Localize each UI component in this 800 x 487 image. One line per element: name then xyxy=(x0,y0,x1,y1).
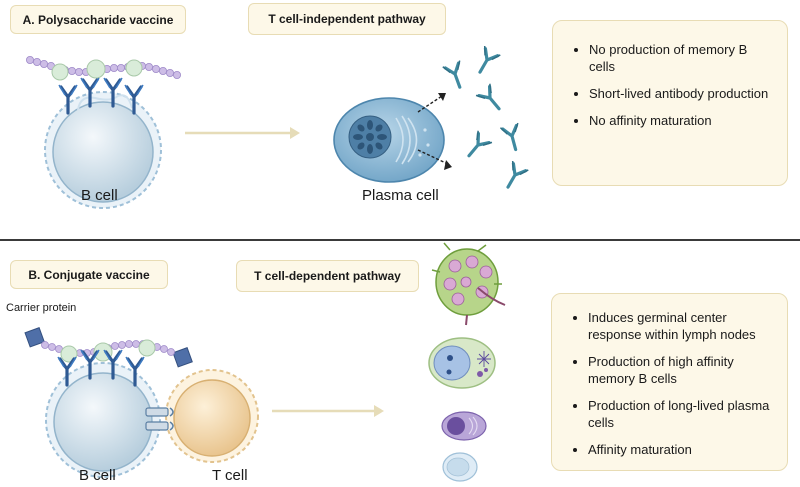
carrier-protein-squares xyxy=(24,327,193,368)
panel-a-outcomes-box: No production of memory B cells Short-li… xyxy=(552,20,788,186)
t-cell-graphic xyxy=(165,369,259,463)
panel-divider xyxy=(0,239,800,241)
immune-synapse xyxy=(145,407,174,431)
panel-b-outcomes-box: Induces germinal center response within … xyxy=(551,293,788,471)
plasma-cell-a-graphic xyxy=(333,97,445,183)
arrow-a xyxy=(185,127,300,139)
arrow-b xyxy=(272,405,384,417)
b-cell-label-a: B cell xyxy=(81,187,118,204)
outcome-item: Production of long-lived plasma cells xyxy=(588,397,775,431)
outcome-item: Production of high affinity memory B cel… xyxy=(588,353,775,387)
carrier-protein-label: Carrier protein xyxy=(6,302,77,314)
panel-a-pathway-label: T cell-independent pathway xyxy=(248,3,446,35)
panel-b-pathway-label: T cell-dependent pathway xyxy=(236,260,419,292)
outcome-item: No production of memory B cells xyxy=(589,41,773,75)
b-cell-label-b: B cell xyxy=(79,467,116,484)
antibodies-a xyxy=(441,44,530,194)
secretion-arrows-a xyxy=(417,95,449,165)
panel-a-outcomes-list: No production of memory B cells Short-li… xyxy=(571,41,773,129)
small-plasma-cell-graphic xyxy=(441,411,487,441)
outcome-item: Induces germinal center response within … xyxy=(588,309,775,343)
panel-b-title: B. Conjugate vaccine xyxy=(10,260,168,289)
outcome-item: Affinity maturation xyxy=(588,441,775,458)
outcome-item: Short-lived antibody production xyxy=(589,85,773,102)
lymph-node-graphic xyxy=(431,242,506,326)
antigen-beads-a xyxy=(51,59,143,81)
large-cell-graphic xyxy=(428,337,496,389)
panel-b-outcomes-list: Induces germinal center response within … xyxy=(570,309,775,458)
t-cell-label: T cell xyxy=(212,467,248,484)
small-b-cell-graphic xyxy=(442,452,478,482)
b-cell-b-graphic xyxy=(45,362,161,478)
b-cell-a-graphic xyxy=(44,91,162,209)
panel-a-title: A. Polysaccharide vaccine xyxy=(10,5,186,34)
outcome-item: No affinity maturation xyxy=(589,112,773,129)
plasma-cell-label: Plasma cell xyxy=(362,187,439,204)
